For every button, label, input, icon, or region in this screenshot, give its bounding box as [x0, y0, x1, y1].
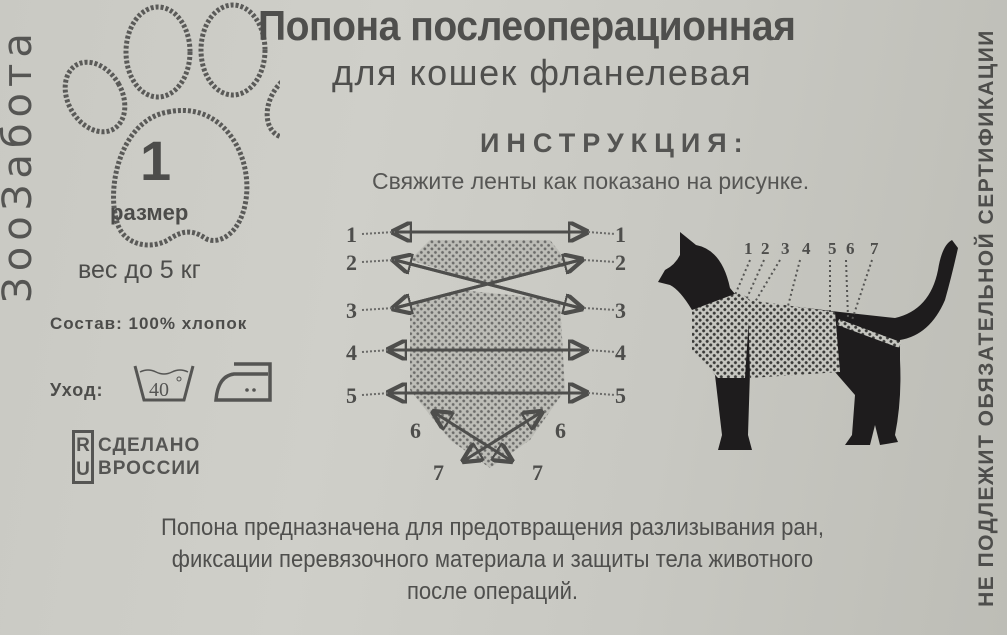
iron-icon — [214, 362, 272, 402]
size-label: размер — [110, 200, 189, 225]
svg-text:2: 2 — [346, 250, 357, 275]
svg-text:5: 5 — [828, 239, 837, 258]
svg-text:1: 1 — [346, 222, 357, 247]
cat-diagram: 1 2 3 4 5 6 7 — [658, 232, 958, 450]
svg-text:1: 1 — [744, 239, 753, 258]
care-label: Уход: — [50, 380, 104, 400]
product-subtitle: для кошек фланелевая — [332, 52, 753, 93]
svg-text:5: 5 — [615, 383, 626, 408]
svg-text:4: 4 — [346, 340, 357, 365]
ru-letter-r: R — [76, 434, 90, 456]
wash-40-icon: 40 — [133, 365, 195, 402]
size-number: 1 — [140, 129, 172, 192]
svg-text:4: 4 — [802, 239, 811, 258]
instruction-text: Свяжите ленты как показано на рисунке. — [372, 168, 810, 194]
svg-text:6: 6 — [410, 418, 421, 443]
svg-text:1: 1 — [615, 222, 626, 247]
svg-text:3: 3 — [781, 239, 790, 258]
made-in-russia-mark: R U СДЕЛАНО ВРОССИИ — [72, 430, 201, 484]
svg-text:7: 7 — [870, 239, 879, 258]
product-description: Попона предназначена для предотвращения … — [39, 512, 945, 608]
svg-text:4: 4 — [615, 340, 626, 365]
made-in-line2: ВРОССИИ — [98, 458, 201, 479]
certification-note: НЕ ПОДЛЕЖИТ ОБЯЗАТЕЛЬНОЙ СЕРТИФИКАЦИИ — [967, 0, 1007, 635]
description-line-3: после операций. — [406, 578, 579, 605]
svg-text:6: 6 — [846, 239, 855, 258]
product-title: Попона послеоперационная — [258, 2, 796, 49]
svg-text:6: 6 — [555, 418, 566, 443]
svg-text:3: 3 — [346, 298, 357, 323]
svg-text:40: 40 — [149, 379, 169, 401]
composition: Состав: 100% хлопок — [50, 314, 248, 333]
paw-print-icon — [62, 2, 280, 248]
made-in-line1: СДЕЛАНО — [98, 435, 201, 456]
weight-limit: вес до 5 кг — [78, 256, 201, 284]
made-in-text: СДЕЛАНО ВРОССИИ — [98, 434, 201, 480]
description-line-2: фиксации перевязочного материала и защит… — [171, 546, 814, 573]
svg-text:3: 3 — [615, 298, 626, 323]
ru-box: R U — [72, 430, 94, 484]
svg-text:7: 7 — [433, 460, 444, 485]
ru-letter-u: U — [76, 458, 90, 480]
description-line-1: Попона предназначена для предотвращения … — [160, 514, 825, 541]
certification-text: НЕ ПОДЛЕЖИТ ОБЯЗАТЕЛЬНОЙ СЕРТИФИКАЦИИ — [975, 28, 999, 607]
instruction-heading: ИНСТРУКЦИЯ: — [480, 128, 750, 158]
svg-text:2: 2 — [761, 239, 770, 258]
brand-name: ЗооЗабота — [0, 27, 42, 303]
svg-text:7: 7 — [532, 460, 543, 485]
svg-text:2: 2 — [615, 250, 626, 275]
tie-diagram: 1 2 3 4 5 6 7 1 2 3 4 5 6 7 — [346, 210, 626, 485]
brand-vertical-text: ЗооЗабота — [0, 0, 42, 330]
svg-text:5: 5 — [346, 383, 357, 408]
